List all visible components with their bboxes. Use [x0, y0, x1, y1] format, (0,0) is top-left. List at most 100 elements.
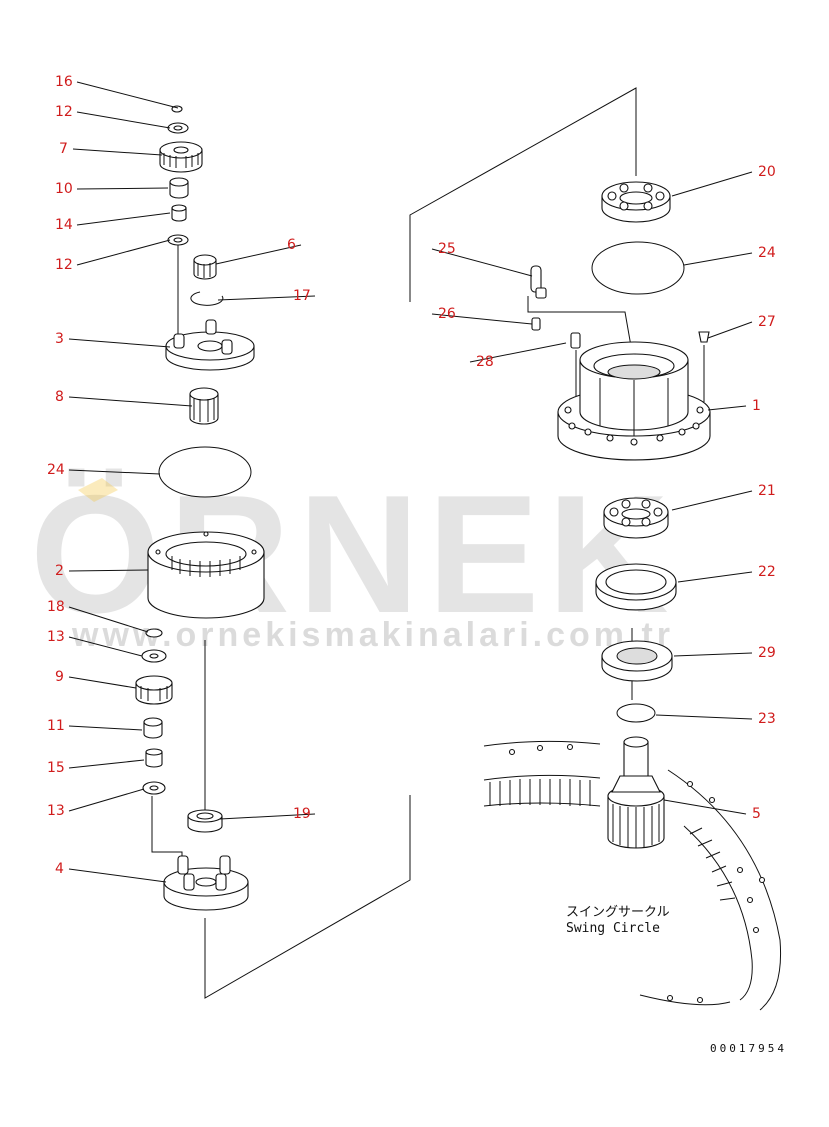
part-6-sun-gear — [193, 254, 217, 280]
callout-label-3: 3 — [55, 331, 64, 347]
part-24-o-ring-right — [591, 241, 685, 295]
leader-line-12 — [76, 111, 171, 129]
part-25-grease-pipe — [530, 265, 547, 299]
leader-line-17 — [217, 295, 316, 301]
part-13-washer-lower — [142, 781, 166, 795]
leader-line-27 — [707, 321, 753, 339]
leader-line-18 — [68, 606, 149, 633]
part-15-shaft — [145, 748, 163, 768]
leader-line-25 — [431, 248, 533, 277]
leader-line-5 — [663, 799, 747, 815]
callout-label-28: 28 — [476, 354, 494, 370]
part-17-circlip — [190, 291, 224, 306]
leader-line-11 — [68, 725, 143, 731]
leader-line-26 — [431, 313, 533, 325]
callout-label-16: 16 — [55, 74, 73, 90]
callout-label-7: 7 — [59, 141, 68, 157]
callout-label-10: 10 — [55, 181, 73, 197]
leader-line-15 — [68, 759, 145, 769]
part-8-gear — [189, 387, 219, 425]
leader-line-9 — [68, 676, 137, 689]
leader-line-10 — [76, 187, 169, 190]
callout-label-13: 13 — [47, 629, 65, 645]
leader-line-13 — [68, 788, 145, 812]
callout-label-24: 24 — [758, 245, 776, 261]
leader-line-2 — [68, 569, 149, 572]
watermark: ÖRNEK www.ornekismakinalari.com.tr — [30, 460, 677, 654]
part-14-shaft — [171, 204, 187, 222]
leader-line-19 — [219, 813, 316, 820]
part-26-grease-fitting — [531, 317, 541, 331]
callout-label-13: 13 — [47, 803, 65, 819]
callout-label-5: 5 — [752, 806, 761, 822]
watermark-logo-mark — [78, 478, 118, 502]
part-28-pin — [570, 332, 581, 349]
leader-line-13 — [68, 636, 143, 657]
callout-label-6: 6 — [287, 237, 296, 253]
watermark-url: www.ornekismakinalari.com.tr — [71, 616, 674, 654]
part-12-washer-lower — [167, 234, 189, 246]
swing-circle — [483, 740, 782, 1011]
part-10-bushing — [169, 177, 189, 199]
leader-line-6 — [215, 244, 302, 265]
callout-label-14: 14 — [55, 217, 73, 233]
callout-label-12: 12 — [55, 104, 73, 120]
part-1-case — [557, 341, 711, 461]
part-24-o-ring-left — [158, 446, 252, 498]
part-20-bearing-upper — [601, 181, 671, 223]
part-21-bearing-lower — [603, 497, 669, 539]
part-11-bushing — [143, 717, 163, 739]
leader-line-14 — [76, 212, 171, 226]
leader-line-28 — [469, 342, 567, 363]
callout-label-9: 9 — [55, 669, 64, 685]
left-parts-column — [135, 105, 265, 911]
callout-label-29: 29 — [758, 645, 776, 661]
callout-label-11: 11 — [47, 718, 65, 734]
callout-label-4: 4 — [55, 861, 64, 877]
part-7-planet-gear — [159, 141, 203, 173]
callout-label-1: 1 — [752, 398, 761, 414]
part-18-snap-ring — [145, 628, 163, 638]
leader-line-21 — [671, 490, 753, 511]
callout-label-24: 24 — [47, 462, 65, 478]
leader-line-4 — [68, 868, 167, 883]
part-12-washer-upper — [167, 122, 189, 134]
callout-leaders — [68, 81, 753, 883]
leader-line-29 — [673, 652, 753, 657]
callout-label-21: 21 — [758, 483, 776, 499]
leader-line-7 — [72, 148, 163, 156]
callout-label-26: 26 — [438, 306, 456, 322]
swing-circle-note-jp: スイングサークル — [566, 905, 670, 920]
leader-line-3 — [68, 338, 171, 348]
part-19-nut — [187, 809, 223, 833]
callout-label-22: 22 — [758, 564, 776, 580]
drawing-code: 00017954 — [710, 1042, 787, 1055]
part-9-planet-gear — [135, 675, 173, 705]
part-4-carrier — [163, 855, 249, 911]
watermark-text: ÖRNEK — [30, 460, 677, 648]
callout-label-20: 20 — [758, 164, 776, 180]
right-parts-column — [483, 181, 782, 1011]
callout-label-12: 12 — [55, 257, 73, 273]
part-29-oil-seal — [601, 640, 673, 682]
leader-line-24 — [68, 469, 161, 475]
leader-line-22 — [677, 571, 753, 583]
leader-line-16 — [76, 81, 179, 109]
callout-label-2: 2 — [55, 563, 64, 579]
leader-line-8 — [68, 396, 193, 407]
callout-label-19: 19 — [293, 806, 311, 822]
swing-circle-note-en: Swing Circle — [566, 921, 660, 936]
callout-label-17: 17 — [293, 288, 311, 304]
leader-line-12 — [76, 239, 171, 266]
callout-label-18: 18 — [47, 599, 65, 615]
part-5-pinion-shaft — [607, 736, 665, 849]
leader-line-23 — [655, 714, 753, 720]
part-13-washer-upper — [141, 649, 167, 663]
part-23-o-ring-small — [616, 703, 656, 723]
callout-label-25: 25 — [438, 241, 456, 257]
callout-label-15: 15 — [47, 760, 65, 776]
part-2-ring-gear — [147, 531, 265, 619]
part-22-seal-ring — [595, 563, 677, 611]
